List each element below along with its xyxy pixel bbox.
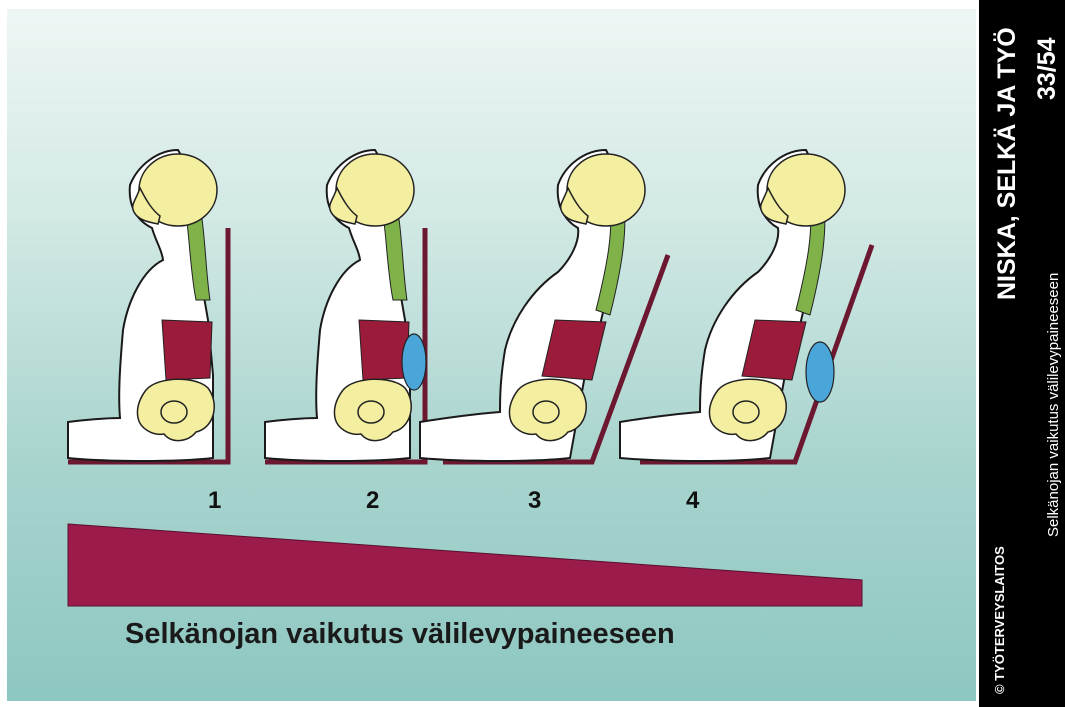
seating-figures — [0, 0, 979, 707]
sidebar-subtitle: Selkänojan vaikutus välilevypaineeseen — [1045, 273, 1062, 537]
page-number: 33/54 — [1033, 37, 1062, 100]
lumbar-support-4 — [806, 342, 834, 402]
figure-4-reclined-lumbar — [620, 150, 872, 462]
figure-label-3: 3 — [528, 487, 541, 515]
figure-label-4: 4 — [686, 487, 699, 515]
figure-1-upright — [68, 150, 228, 462]
figure-label-2: 2 — [366, 487, 379, 515]
figure-3-reclined — [420, 150, 668, 462]
publisher-credit: © TYÖTERVEYSLAITOS — [992, 546, 1007, 694]
lumbar-support-2 — [402, 334, 426, 390]
series-title: NISKA, SELKÄ JA TYÖ — [993, 27, 1022, 300]
figure-2-upright-lumbar — [265, 150, 426, 462]
caption: Selkänojan vaikutus välilevypaineeseen — [125, 618, 675, 651]
pressure-wedge — [68, 524, 862, 606]
figure-label-1: 1 — [208, 487, 221, 515]
